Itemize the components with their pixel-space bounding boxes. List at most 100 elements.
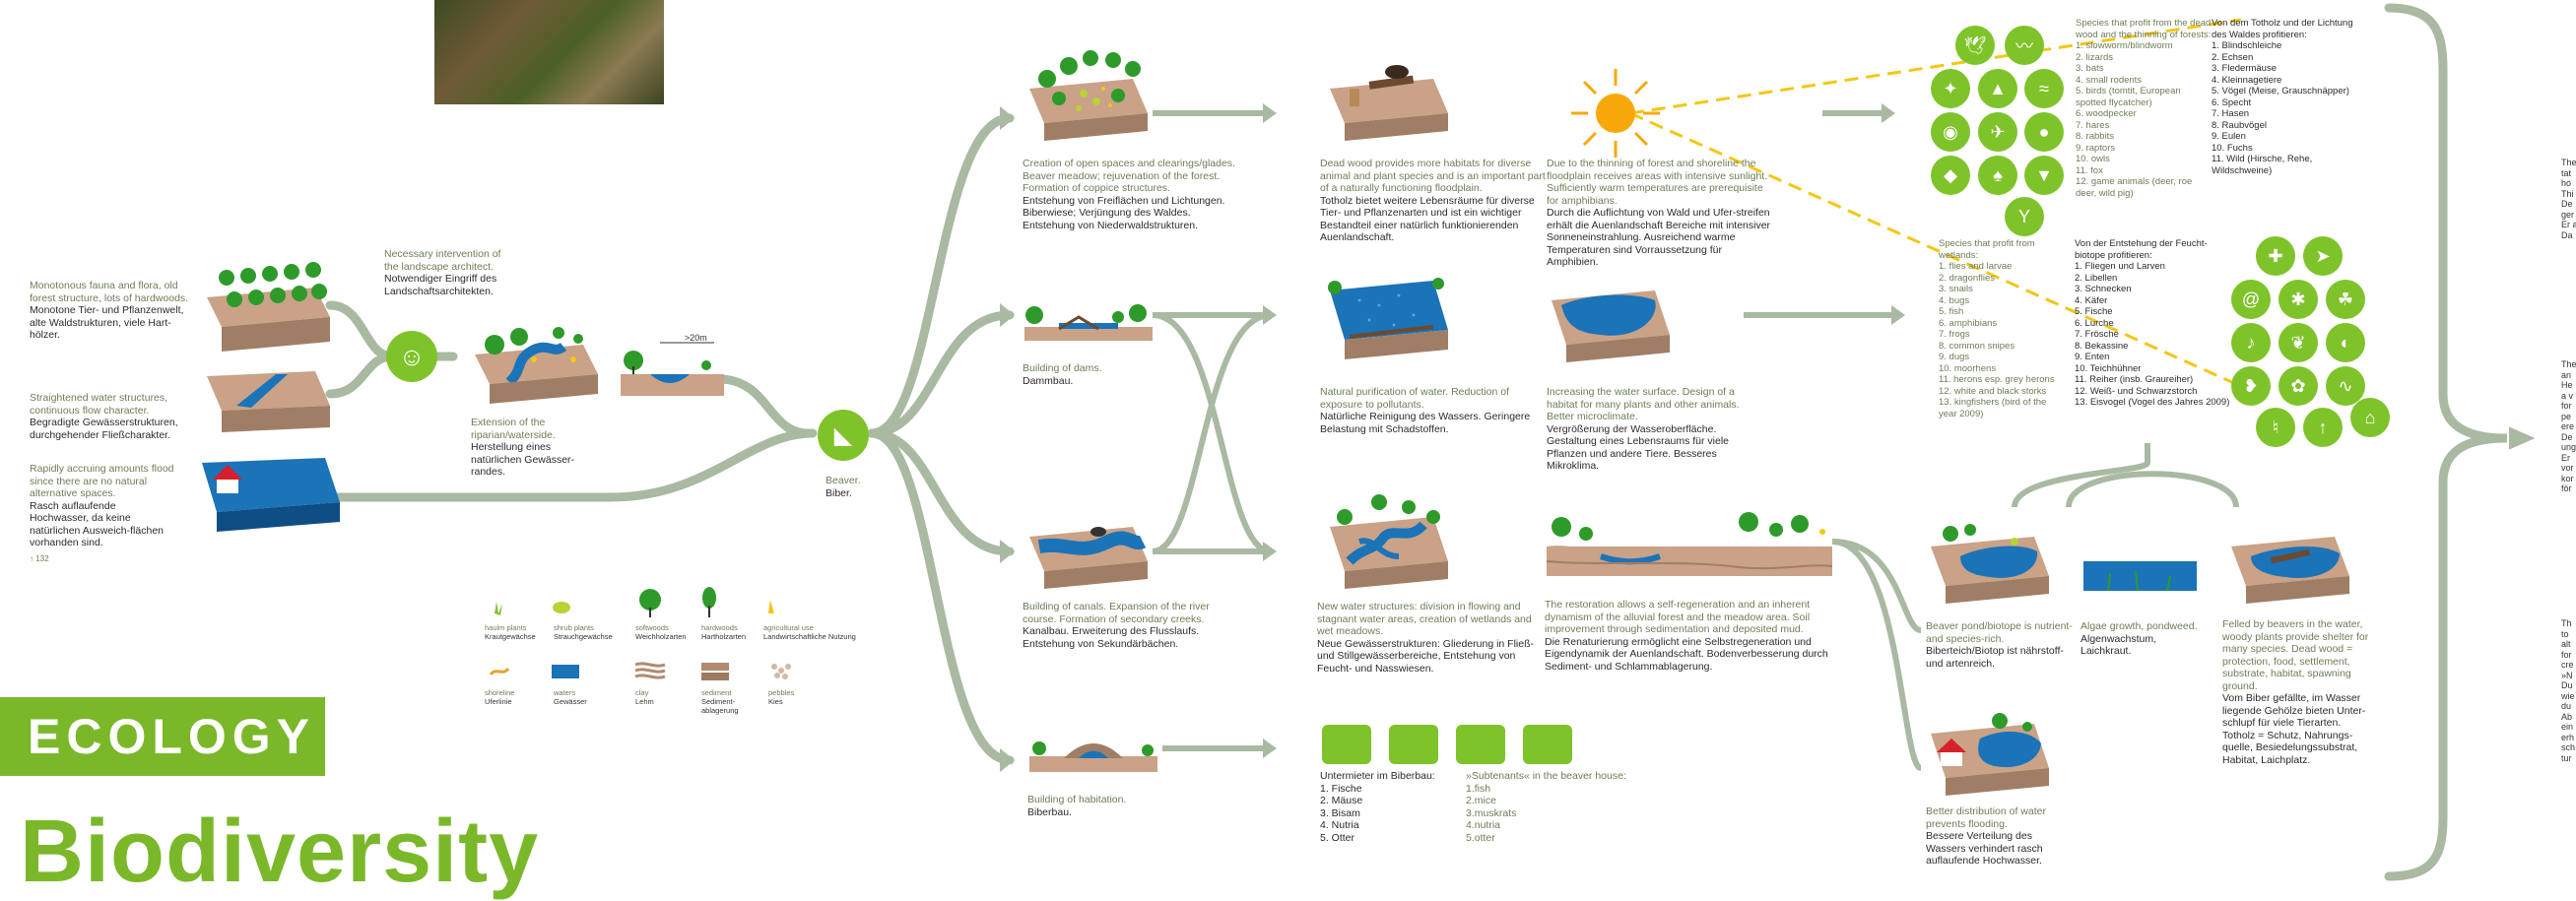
wetland-species-en-6: 6. amphibians — [1939, 317, 1998, 329]
tenant-en-3: 3.muskrats — [1466, 806, 1517, 819]
cutoff-1-0: The — [2561, 158, 2576, 167]
legend-pebbles-en: pebbles — [768, 688, 795, 697]
tenant-de-5: 5. Otter — [1320, 831, 1355, 844]
distribution-de: Bessere Verteilung des Wassers verhinder… — [1926, 830, 2043, 867]
woodpecker-icon: ▲ — [1978, 69, 2017, 108]
forest-species-en-9: 9. raptors — [2076, 142, 2116, 154]
forest-species-de-8: 8. Raubvögel — [2212, 119, 2267, 131]
tile-dams — [1024, 304, 1153, 341]
forest-species-en-12: 12. game animals (deer, roe deer, wild p… — [2076, 176, 2193, 199]
deadwood-de: Totholz bietet weitere Lebensräume für d… — [1320, 194, 1535, 244]
purification-en: Natural purification of water. Reduction… — [1320, 386, 1510, 411]
straightened-text: Straightened water structures, continuou… — [30, 392, 197, 441]
wetland-species-en-3: 3. snails — [1939, 284, 1973, 294]
wetland-species-en-1: 1. flies and larvae — [1939, 261, 2013, 272]
extension-text: Extension of the riparian/waterside. Her… — [471, 417, 589, 479]
intervention-en: Necessary intervention of the landscape … — [384, 248, 501, 273]
dragonfly-icon: ✚ — [2256, 236, 2295, 276]
deadwood-text: Dead wood provides more habitats for div… — [1320, 158, 1547, 244]
surface-de: Vergrößerung der Wasseroberfläche. Gesta… — [1547, 422, 1730, 473]
tile-deadwood — [1330, 65, 1448, 141]
beaver-house-icon-nutria — [1523, 725, 1572, 764]
pond-text: Beaver pond/biotope is nutrient- and spe… — [1926, 620, 2074, 670]
tile-new-structures — [1330, 494, 1448, 589]
wetland-species-en-2: 2. dragonflies — [1939, 272, 1996, 284]
wetland-species-de-7: 7. Frösche — [2075, 329, 2119, 340]
lizard-icon: ≈ — [2024, 69, 2064, 108]
wetland-species-en-11: 11. herons esp. grey herons — [1939, 374, 2055, 385]
cutoff-2-11: kor — [2561, 473, 2574, 483]
legend-softwoods-de: Weichholzarten — [635, 632, 687, 641]
legend-haulm-en: haulm plants — [485, 623, 527, 632]
tenant-en-2: 2.mice — [1466, 795, 1496, 806]
extension-en: Extension of the riparian/waterside. — [471, 417, 556, 441]
beaver-de: Biber. — [826, 486, 852, 499]
algae-en: Algae growth, pondweed. — [2081, 620, 2198, 632]
forest-species-de-6: 6. Specht — [2212, 97, 2252, 108]
flood-de: Rasch auflaufende Hochwasser, da keine n… — [30, 499, 164, 549]
forest-photo — [434, 0, 664, 104]
cutoff-1-5: ger — [2561, 209, 2575, 220]
legend-waters-en: waters — [554, 688, 576, 697]
cutoff-3-5: »N — [2561, 670, 2573, 680]
purification-de: Natürliche Reinigung des Wassers. Gering… — [1320, 411, 1531, 435]
moorhen-icon: ◐ — [2326, 323, 2365, 362]
wetland-species-de-9: 9. Enten — [2075, 352, 2110, 362]
kingfisher-icon: ❥ — [2231, 366, 2271, 406]
tile-purification — [1328, 278, 1448, 359]
fox-icon: ▼ — [2024, 156, 2064, 195]
legend-haulm-de: Krautgewächse — [485, 632, 536, 641]
wetland-species-de-1: 1. Fliegen und Larven — [2075, 261, 2165, 272]
cutoff-2-1: an — [2561, 369, 2572, 380]
canals-en: Building of canals. Expansion of the riv… — [1023, 601, 1210, 625]
slowworm-icon: 〰 — [2005, 26, 2044, 65]
legend-symbols — [489, 587, 791, 680]
tile-beaver-pond — [1931, 524, 2049, 604]
sun-en: Due to the thinning of forest and shorel… — [1547, 158, 1768, 207]
intervention-text: Necessary intervention of the landscape … — [384, 248, 512, 297]
legend-shoreline-de: Uferlinie — [485, 697, 512, 706]
bug-icon: ✱ — [2279, 280, 2318, 319]
legend-sediment-de: Sediment-ablagerung — [701, 697, 739, 715]
clearings-text: Creation of open spaces and clearings/gl… — [1023, 158, 1239, 231]
forest-species-en-3: 3. bats — [2076, 63, 2104, 74]
wetland-species-de-6: 6. Lurche — [2075, 317, 2114, 329]
tile-algae — [2083, 561, 2197, 592]
wetland-species-en-12: 12. white and black storks — [1939, 385, 2047, 397]
wetland-species-de-8: 8. Bekassine — [2075, 340, 2129, 352]
sun-text: Due to the thinning of forest and shorel… — [1547, 158, 1773, 269]
forest-species-en: Species that profit from the dead wood a… — [2076, 18, 2213, 199]
wetland-species-en-9: 9. dugs — [1939, 352, 1970, 362]
forest-species-de-2: 2. Echsen — [2212, 51, 2254, 63]
tenant-en-4: 4.nutria — [1466, 819, 1501, 831]
tenants-de: Untermieter im Biberbau: 1. Fische 2. Mä… — [1320, 770, 1448, 844]
dams-de: Dammbau. — [1023, 374, 1074, 387]
wetland-species-de-5: 5. Fische — [2075, 306, 2113, 317]
legend-pebbles-de: Kies — [768, 697, 783, 706]
dams-text: Building of dams. Dammbau. — [1023, 362, 1102, 387]
tenant-en-5: 5.otter — [1466, 831, 1495, 844]
canals-text: Building of canals. Expansion of the riv… — [1023, 601, 1229, 650]
deadwood-en: Dead wood provides more habitats for div… — [1320, 158, 1546, 194]
legend-hardwoods-en: hardwoods — [701, 623, 738, 632]
algae-text: Algae growth, pondweed. Algenwachstum, L… — [2081, 620, 2209, 658]
forest-species-de-7: 7. Hasen — [2212, 108, 2250, 119]
forest-species-en-title: Species that profit from the dead wood a… — [2076, 18, 2212, 40]
forest-species-en-8: 8. rabbits — [2076, 131, 2115, 142]
snail-icon: @ — [2231, 280, 2271, 319]
cutoff-1-2: ho — [2561, 178, 2572, 188]
legend-waters-de: Gewässer — [554, 697, 587, 706]
tile-clearings — [1029, 50, 1148, 141]
distribution-en: Better distribution of water prevents fl… — [1926, 805, 2046, 830]
cutoff-1-4: De — [2561, 199, 2573, 209]
cutoff-3-11: erh — [2561, 732, 2575, 742]
cutoff-2-8: ung — [2561, 442, 2576, 452]
section-measure: >20m — [616, 333, 729, 402]
structures-text: New water structures: division in flowin… — [1317, 601, 1539, 675]
forest-species-de-1: 1. Blindschleiche — [2212, 40, 2282, 51]
legend-clay-de: Lehm — [635, 697, 654, 706]
tile-habitation — [1029, 741, 1157, 772]
cutoff-2-4: for — [2561, 401, 2572, 411]
